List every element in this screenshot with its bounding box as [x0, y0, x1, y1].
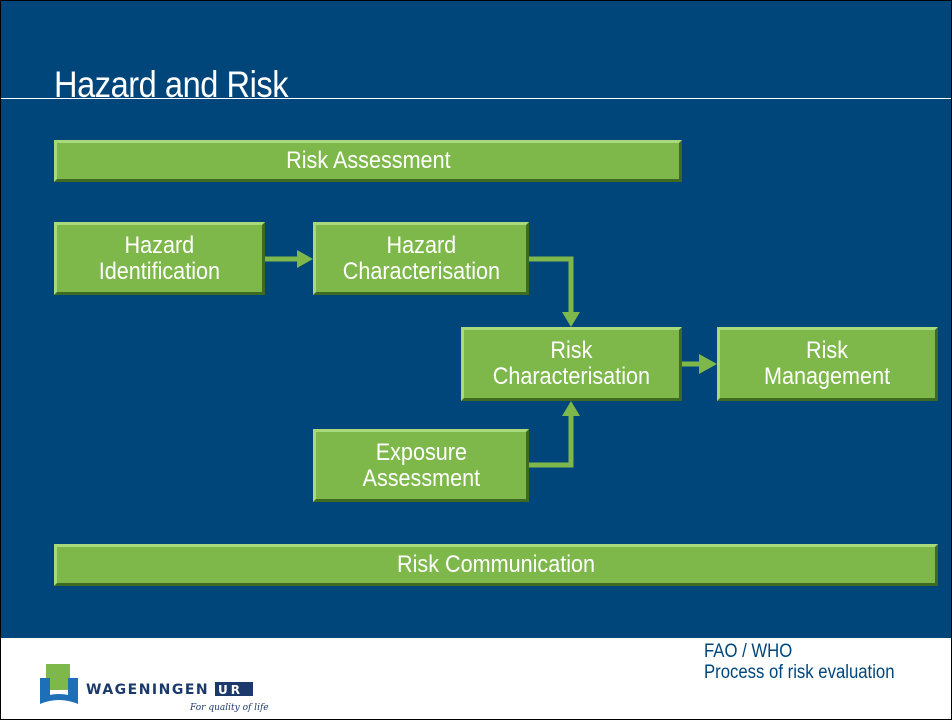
risk-communication-label: Risk Communication: [396, 551, 596, 578]
risk-communication-box: Risk Communication: [54, 544, 938, 586]
svg-text:UR: UR: [218, 683, 243, 697]
logo-emblem-right: [68, 678, 78, 698]
arrowhead-right-icon: [297, 250, 313, 268]
risk-management-label: Risk Management: [764, 337, 891, 390]
exposure-assessment-label: Exposure Assessment: [362, 438, 480, 492]
arrowhead-right-icon: [699, 354, 717, 374]
risk-assessment-box: Risk Assessment: [54, 140, 682, 182]
logo-ur-badge: [215, 682, 253, 696]
source-line-1: FAO / WHO: [704, 641, 793, 662]
risk-characterisation-label: Risk Characterisation: [492, 337, 651, 390]
source-note: FAO / WHO Process of risk evaluation: [704, 641, 895, 683]
svg-text:For quality of life: For quality of life: [189, 703, 269, 713]
risk-assessment-label: Risk Assessment: [285, 147, 451, 174]
logo-emblem-left: [40, 678, 50, 698]
diagram-connectors: [265, 250, 717, 468]
exposure-assessment-box: Exposure Assessment: [313, 429, 529, 502]
arrowhead-down-icon: [562, 312, 580, 327]
hazard-identification-box: Hazard Identification: [54, 222, 265, 295]
slide-panel: [0, 0, 952, 638]
wageningen-ur-logo: WAGENINGEN UR For quality of life: [40, 664, 269, 713]
source-line-2: Process of risk evaluation: [704, 662, 895, 683]
hazard-characterisation-label: Hazard Characterisation: [342, 231, 500, 285]
logo-emblem-wave: [40, 694, 78, 704]
title-underline: [0, 98, 952, 99]
hazard-characterisation-box: Hazard Characterisation: [313, 222, 529, 295]
arrowhead-up-icon: [562, 401, 580, 416]
svg-text:WAGENINGEN: WAGENINGEN: [86, 682, 209, 698]
risk-characterisation-box: Risk Characterisation: [461, 327, 682, 401]
risk-management-box: Risk Management: [717, 327, 938, 401]
hazard-identification-label: Hazard Identification: [98, 231, 221, 285]
connector-ea-to-rc: [529, 416, 574, 468]
connector-hc-to-rc: [529, 256, 574, 312]
